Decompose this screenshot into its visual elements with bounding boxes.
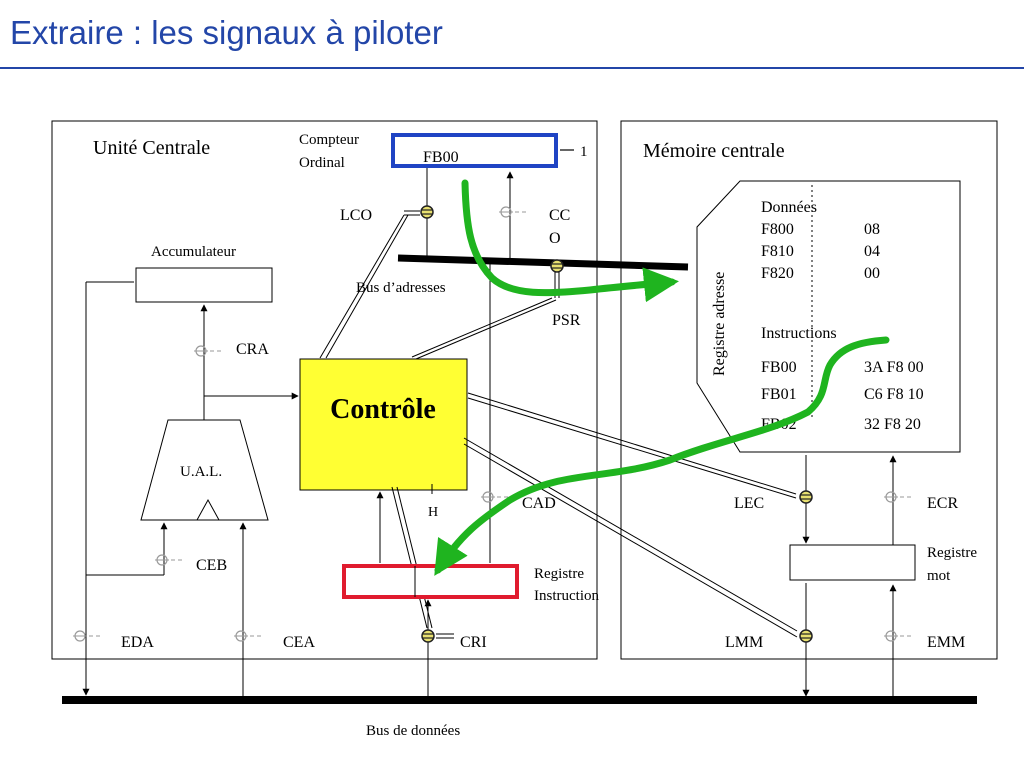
data-row-address: F810 (761, 243, 794, 260)
instruction-row-value: 3A F8 00 (864, 359, 924, 376)
signal-cri-label: CRI (460, 634, 487, 651)
instructions-section-heading: Instructions (761, 325, 837, 342)
signal-lco-label: LCO (340, 207, 372, 224)
signal-emm-label: EMM (927, 634, 965, 651)
instruction-rows: FB00 3A F8 00 FB01 C6 F8 10 FB02 32 F8 2… (761, 359, 924, 433)
control-unit (299, 358, 468, 491)
alu-flag-triangle (196, 498, 220, 521)
instruction-row-value: C6 F8 10 (864, 386, 924, 403)
address-bus-label: Bus d’adresses (356, 280, 446, 296)
signal-cad-label: CAD (522, 495, 556, 512)
program-counter-label-line2: Ordinal (299, 155, 345, 171)
instruction-fetch-flow-arrow (434, 336, 890, 576)
signal-lmm-label: LMM (725, 634, 763, 651)
control-unit-label: Contrôle (330, 394, 436, 425)
cri-gate-icon (421, 629, 435, 643)
signal-psr-label: PSR (552, 312, 581, 329)
accumulator-label: Accumulateur (151, 244, 236, 260)
lco-gate-icon (420, 205, 434, 219)
signal-ecr-label: ECR (927, 495, 958, 512)
slide-title: Extraire : les signaux à piloter (10, 14, 443, 51)
signal-ceb-label: CEB (196, 557, 227, 574)
data-section-heading: Données (761, 199, 817, 216)
word-register-label-line1: Registre (927, 545, 977, 561)
cco-gate-icon (498, 206, 527, 218)
cpu-frame (51, 120, 598, 660)
word-register (789, 544, 916, 581)
program-counter-register (391, 133, 558, 168)
pc-increment-value: 1 (580, 144, 588, 160)
instruction-row-address: FB00 (761, 359, 797, 376)
address-register-label: Registre adresse (711, 272, 728, 376)
instruction-row-address: FB01 (761, 386, 797, 403)
program-counter-label-line1: Compteur (299, 132, 359, 148)
cra-gate-icon (193, 345, 222, 357)
ecr-gate-icon (883, 491, 912, 503)
lec-gate-icon (799, 490, 813, 504)
data-row-value: 08 (864, 221, 880, 238)
instruction-register (342, 564, 519, 599)
signal-h-label: H (428, 505, 438, 520)
address-bus (397, 254, 689, 271)
alu-shape (140, 419, 269, 521)
emm-gate-icon (883, 630, 912, 642)
signal-cea-label: CEA (283, 634, 315, 651)
memory-frame (620, 120, 998, 660)
memory-array (696, 180, 961, 453)
signal-lec-label: LEC (734, 495, 764, 512)
signal-cra-label: CRA (236, 341, 269, 358)
title-underline (0, 67, 1024, 69)
data-row-address: F800 (761, 221, 794, 238)
cea-gate-icon (233, 630, 262, 642)
instruction-row-value: 32 F8 20 (864, 416, 921, 433)
program-counter-value: FB00 (423, 149, 459, 166)
data-rows: F800 08 F810 04 F820 00 (761, 221, 880, 282)
instruction-register-label-line2: Instruction (534, 588, 599, 604)
instruction-register-label-line1: Registre (534, 566, 584, 582)
lmm-gate-icon (799, 629, 813, 643)
data-bus-label: Bus de données (366, 723, 460, 739)
data-row-value: 04 (864, 243, 880, 260)
address-fetch-flow-arrow (461, 179, 679, 303)
psr-gate-icon (550, 259, 564, 273)
ceb-gate-icon (154, 554, 183, 566)
memory-title: Mémoire centrale (643, 140, 785, 162)
signal-cco-label-line1: CC (549, 207, 570, 224)
accumulator-register (135, 267, 273, 303)
word-register-label-line2: mot (927, 568, 951, 584)
data-row-value: 00 (864, 265, 880, 282)
signal-cco-label-line2: O (549, 230, 561, 247)
alu-label: U.A.L. (180, 464, 222, 480)
data-row-address: F820 (761, 265, 794, 282)
signal-eda-label: EDA (121, 634, 154, 651)
cpu-title: Unité Centrale (93, 137, 210, 159)
